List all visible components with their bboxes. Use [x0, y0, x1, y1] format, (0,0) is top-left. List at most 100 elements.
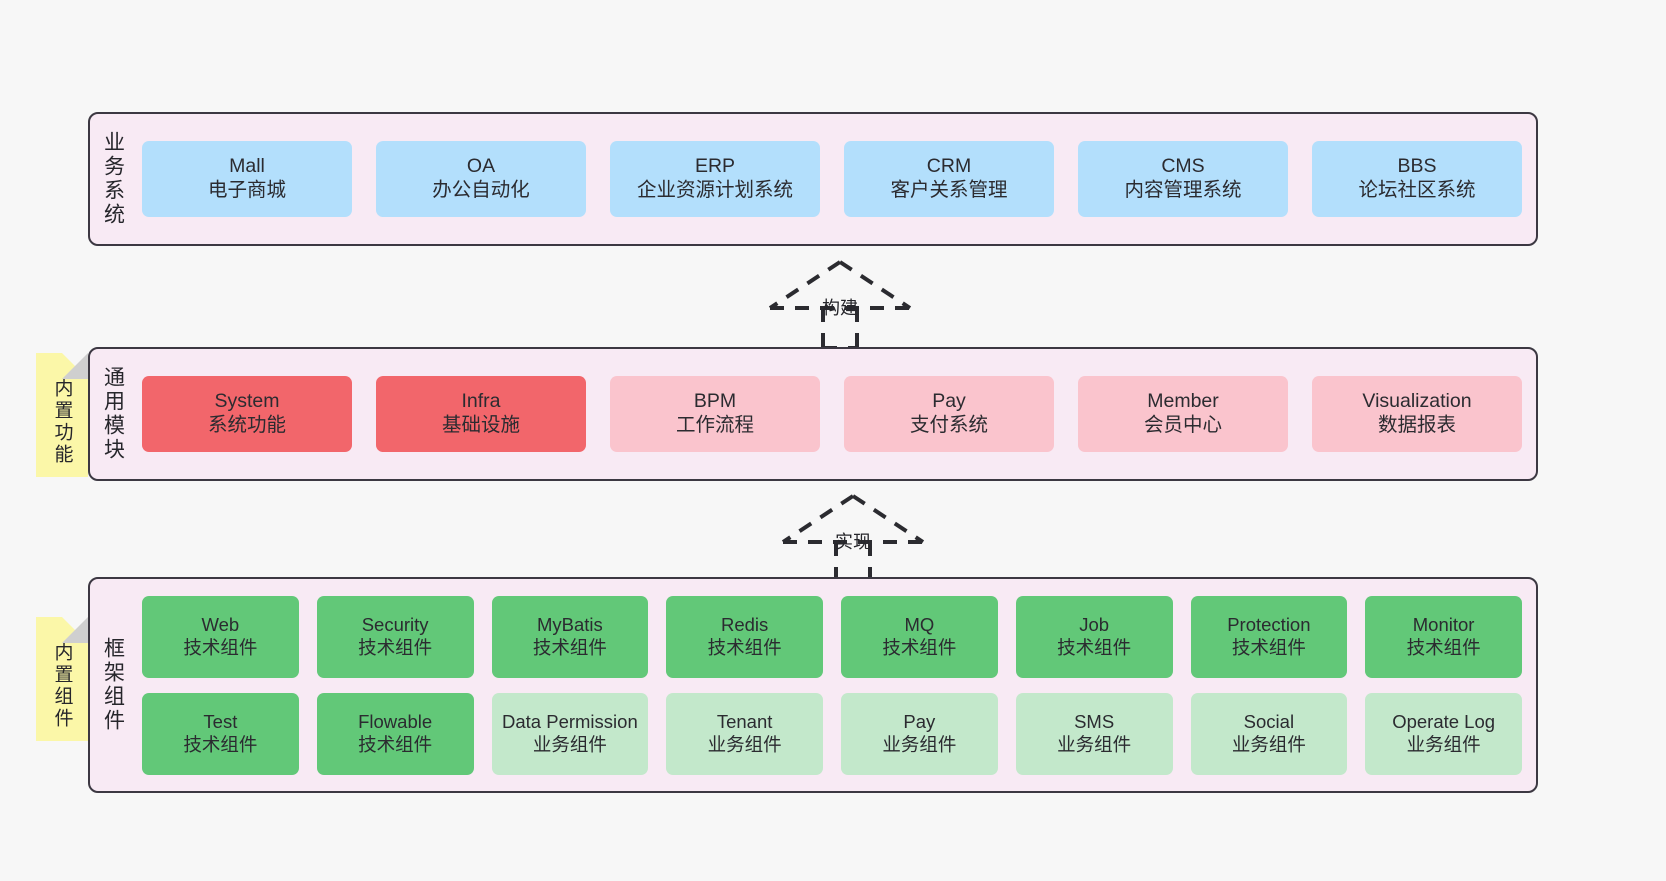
card-subtitle: 企业资源计划系统: [636, 179, 793, 201]
card-title: Redis: [720, 613, 769, 635]
card-title: Flowable: [358, 710, 433, 732]
card-title: Monitor: [1412, 613, 1475, 635]
card-title: Protection: [1227, 613, 1311, 635]
card-test[interactable]: Test 技术组件: [142, 692, 299, 775]
card-subtitle: 内容管理系统: [1124, 179, 1242, 201]
card-subtitle: 技术组件: [358, 733, 433, 755]
card-subtitle: 技术组件: [707, 636, 782, 658]
framework-tech-row: Web 技术组件 Security 技术组件 MyBatis 技术组件 Redi…: [142, 595, 1522, 678]
arrowhead-right-edge: [851, 494, 925, 544]
card-title: Mall: [229, 155, 265, 178]
card-monitor[interactable]: Monitor 技术组件: [1365, 595, 1522, 678]
card-member[interactable]: Member 会员中心: [1078, 376, 1288, 452]
card-mq[interactable]: MQ 技术组件: [841, 595, 998, 678]
card-web[interactable]: Web 技术组件: [142, 595, 299, 678]
card-oa[interactable]: OA 办公自动化: [376, 141, 586, 217]
card-subtitle: 业务组件: [707, 733, 782, 755]
card-subtitle: 数据报表: [1377, 414, 1456, 436]
card-subtitle: 工作流程: [675, 414, 754, 436]
card-subtitle: 基础设施: [441, 414, 520, 436]
card-infra[interactable]: Infra 基础设施: [376, 376, 586, 452]
card-subtitle: 技术组件: [1231, 636, 1306, 658]
card-title: Infra: [461, 390, 501, 413]
card-cms[interactable]: CMS 内容管理系统: [1078, 141, 1288, 217]
card-redis[interactable]: Redis 技术组件: [666, 595, 823, 678]
card-flowable[interactable]: Flowable 技术组件: [316, 692, 474, 775]
card-title: Security: [361, 613, 429, 635]
card-sms[interactable]: SMS 业务组件: [1015, 692, 1173, 775]
card-subtitle: 技术组件: [183, 636, 258, 658]
card-mybatis[interactable]: MyBatis 技术组件: [491, 595, 649, 678]
card-subtitle: 业务组件: [1231, 733, 1306, 755]
card-title: Data Permission: [502, 710, 638, 732]
card-subtitle: 客户关系管理: [890, 179, 1008, 201]
layer-common-module[interactable]: 通用模块 System 系统功能 Infra 基础设施 BPM 工作流程 Pay: [88, 347, 1538, 481]
card-subtitle: 技术组件: [358, 636, 433, 658]
card-title: Test: [203, 710, 238, 732]
layer-title-business: 业务系统: [101, 131, 125, 227]
card-subtitle: 电子商城: [207, 179, 286, 201]
card-title: CMS: [1161, 155, 1205, 178]
layer-business-system[interactable]: 业务系统 Mall 电子商城 OA 办公自动化 ERP 企业资源计划系统 CRM: [88, 112, 1538, 246]
card-title: SMS: [1074, 710, 1115, 732]
card-social[interactable]: Social 业务组件: [1190, 692, 1348, 775]
card-erp[interactable]: ERP 企业资源计划系统: [610, 141, 820, 217]
card-subtitle: 业务组件: [1406, 733, 1481, 755]
card-title: Social: [1243, 710, 1295, 732]
card-title: Operate Log: [1392, 710, 1496, 732]
arrow-build: 构建: [760, 258, 920, 350]
note-label: 内置组件: [51, 642, 73, 730]
card-subtitle: 技术组件: [532, 636, 607, 658]
framework-business-row: Test 技术组件 Flowable 技术组件 Data Permission …: [142, 692, 1522, 775]
card-subtitle: 系统功能: [207, 414, 286, 436]
arrow-implement: 实现: [773, 492, 933, 584]
card-system[interactable]: System 系统功能: [142, 376, 352, 452]
card-title: CRM: [926, 155, 972, 178]
layer-framework-component[interactable]: 框架组件 Web 技术组件 Security 技术组件 MyBatis 技术组件…: [88, 577, 1538, 793]
card-title: Pay: [932, 390, 966, 413]
card-visualization[interactable]: Visualization 数据报表: [1312, 376, 1522, 452]
card-title: MQ: [904, 613, 935, 635]
note-builtin-components: 内置组件: [36, 617, 88, 741]
layer-title-framework: 框架组件: [101, 637, 125, 733]
card-crm[interactable]: CRM 客户关系管理: [844, 141, 1054, 217]
card-title: Web: [201, 613, 240, 635]
arrowhead-left-edge: [768, 260, 842, 310]
card-title: Tenant: [716, 710, 773, 732]
card-title: ERP: [694, 155, 736, 178]
layer-body-common: System 系统功能 Infra 基础设施 BPM 工作流程 Pay 支付系统…: [136, 349, 1536, 479]
card-job[interactable]: Job 技术组件: [1015, 595, 1173, 678]
card-pay[interactable]: Pay 支付系统: [844, 376, 1054, 452]
card-bpm[interactable]: BPM 工作流程: [610, 376, 820, 452]
card-title: OA: [466, 155, 496, 178]
card-title: BBS: [1397, 155, 1437, 178]
card-subtitle: 业务组件: [882, 733, 957, 755]
card-mall[interactable]: Mall 电子商城: [142, 141, 352, 217]
card-subtitle: 技术组件: [183, 733, 258, 755]
arrow-label-build: 构建: [822, 298, 858, 318]
card-title: BPM: [693, 390, 737, 413]
card-subtitle: 技术组件: [882, 636, 957, 658]
layer-body-framework: Web 技术组件 Security 技术组件 MyBatis 技术组件 Redi…: [136, 579, 1536, 791]
layer-title-common: 通用模块: [101, 366, 125, 462]
card-subtitle: 论坛社区系统: [1358, 179, 1476, 201]
card-tenant[interactable]: Tenant 业务组件: [666, 692, 823, 775]
card-operate-log[interactable]: Operate Log 业务组件: [1365, 692, 1522, 775]
card-bbs[interactable]: BBS 论坛社区系统: [1312, 141, 1522, 217]
card-subtitle: 会员中心: [1143, 414, 1222, 436]
card-subtitle: 技术组件: [1057, 636, 1132, 658]
card-subtitle: 技术组件: [1406, 636, 1481, 658]
card-data-permission[interactable]: Data Permission 业务组件: [491, 692, 649, 775]
common-card-row: System 系统功能 Infra 基础设施 BPM 工作流程 Pay 支付系统…: [142, 376, 1522, 452]
card-pay-business[interactable]: Pay 业务组件: [841, 692, 998, 775]
card-protection[interactable]: Protection 技术组件: [1190, 595, 1348, 678]
card-subtitle: 业务组件: [532, 733, 607, 755]
card-title: MyBatis: [536, 613, 603, 635]
card-title: System: [214, 390, 280, 413]
arrowhead-left-edge: [781, 494, 855, 544]
card-security[interactable]: Security 技术组件: [316, 595, 474, 678]
layer-body-business: Mall 电子商城 OA 办公自动化 ERP 企业资源计划系统 CRM 客户关系…: [136, 114, 1536, 244]
business-card-row: Mall 电子商城 OA 办公自动化 ERP 企业资源计划系统 CRM 客户关系…: [142, 141, 1522, 217]
card-title: Member: [1147, 390, 1219, 413]
